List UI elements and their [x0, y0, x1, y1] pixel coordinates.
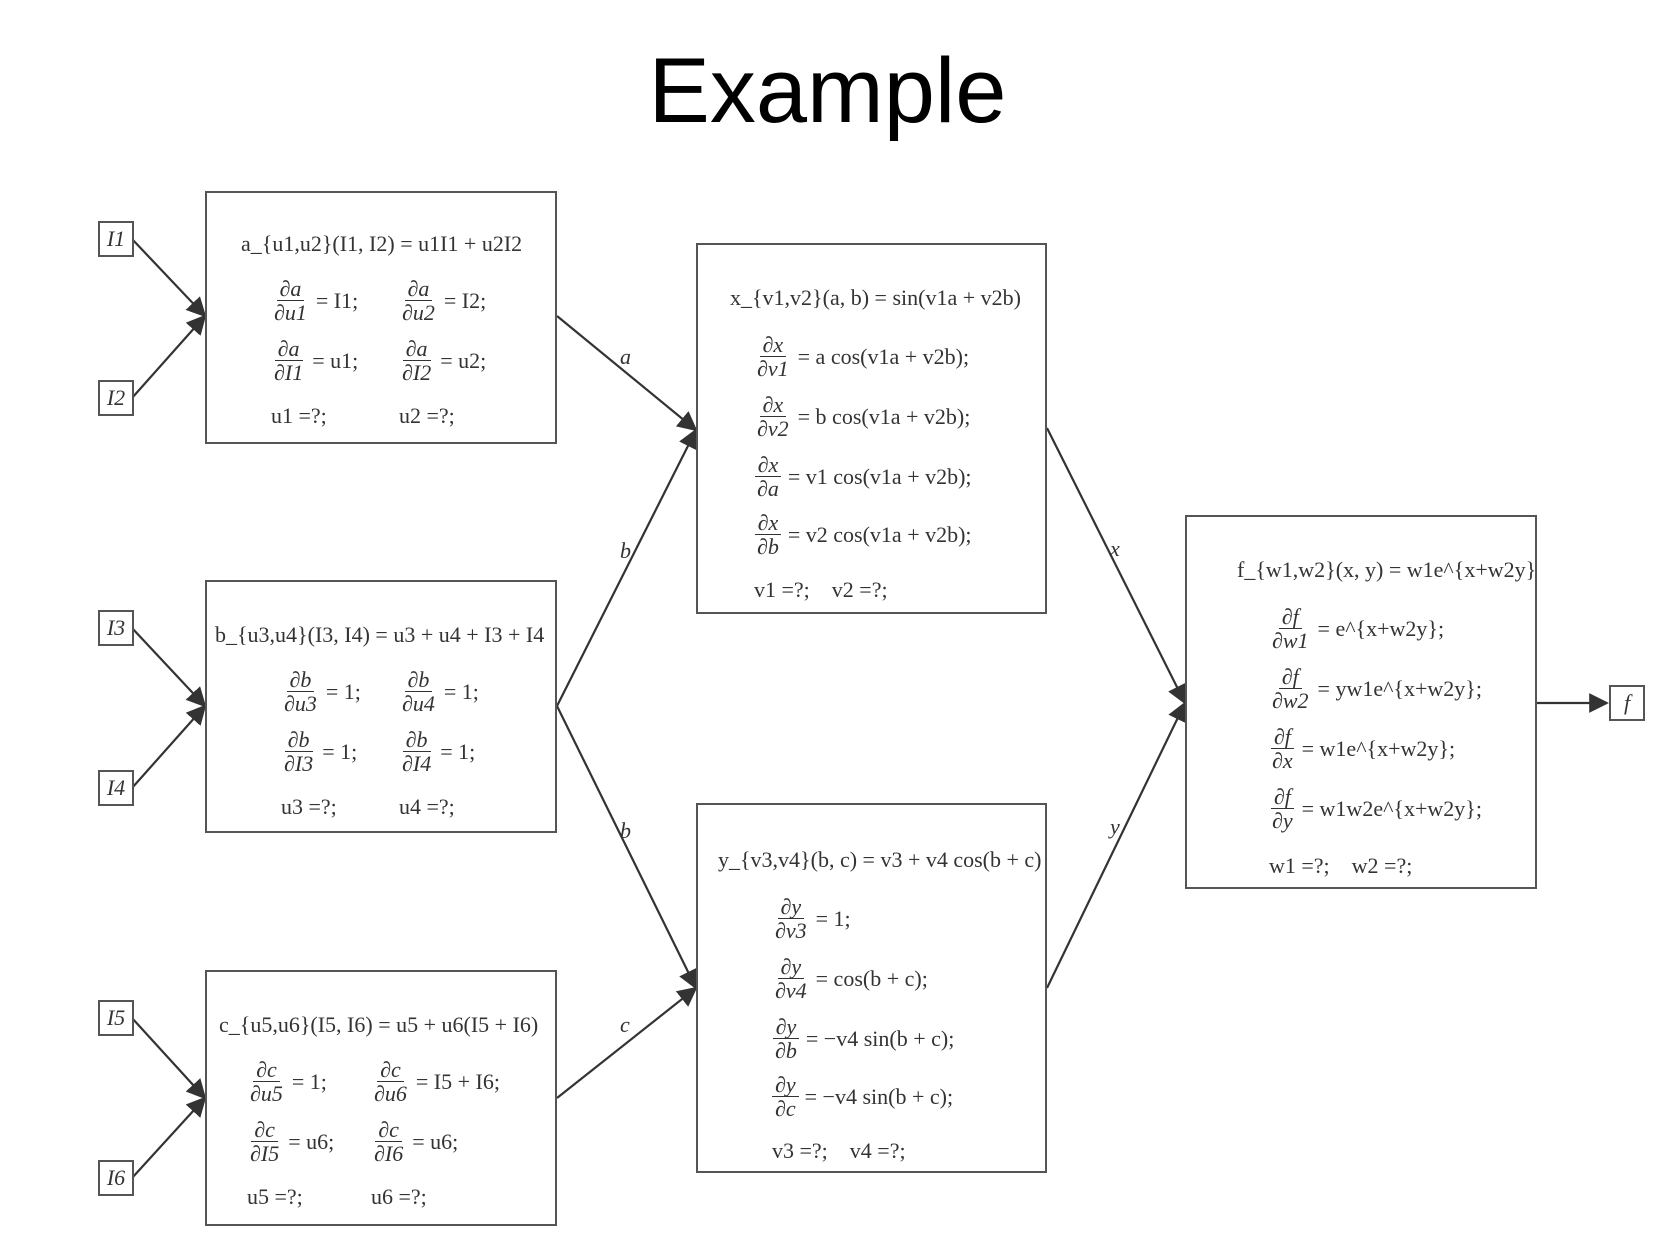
node-y-deriv-1: ∂y∂v3 = 1;	[775, 894, 851, 944]
input-node-i5: I5	[98, 1000, 134, 1036]
node-c-formula: c_{u5,u6}(I5, I6) = u5 + u6(I5 + I6)	[219, 1012, 539, 1037]
input-node-i2: I2	[98, 380, 134, 416]
edge-label-b-top: b	[620, 538, 631, 563]
node-c-deriv-2: ∂c∂u6 = I5 + I6;	[374, 1057, 500, 1107]
wire-a-x	[556, 315, 698, 432]
node-f-formula: f_{w1,w2}(x, y) = w1e^{x+w2y}	[1237, 557, 1537, 582]
node-f-deriv-3: ∂f∂x = w1e^{x+w2y};	[1270, 724, 1456, 774]
node-box-f: f_{w1,w2}(x, y) = w1e^{x+w2y} ∂f∂w1 = e^…	[1185, 515, 1537, 889]
node-c-deriv-1: ∂c∂u5 = 1;	[250, 1057, 327, 1107]
wire-i5-c	[131, 1017, 207, 1100]
edge-label-b-bottom: b	[620, 818, 631, 843]
input-node-i6: I6	[98, 1160, 134, 1196]
node-y-deriv-4: ∂y∂c = −v4 sin(b + c);	[772, 1073, 953, 1120]
node-c-unknown-2: u6 =?;	[371, 1184, 427, 1209]
node-f-deriv-1: ∂f∂w1 = e^{x+w2y};	[1272, 604, 1445, 654]
node-f-unknowns: w1 =?; w2 =?;	[1269, 853, 1413, 878]
wire-y-f	[1046, 701, 1187, 989]
input-node-i4: I4	[98, 770, 134, 806]
node-b-unknown-2: u4 =?;	[399, 794, 455, 819]
edge-label-c: c	[620, 1012, 630, 1037]
node-b-unknown-1: u3 =?;	[281, 794, 337, 819]
node-y-deriv-3: ∂y∂b = −v4 sin(b + c);	[772, 1015, 954, 1062]
node-x-formula: x_{v1,v2}(a, b) = sin(v1a + v2b)	[730, 285, 1021, 310]
node-y-formula: y_{v3,v4}(b, c) = v3 + v4 cos(b + c)	[718, 847, 1042, 872]
node-a-unknown-2: u2 =?;	[399, 403, 455, 428]
node-y-deriv-2: ∂y∂v4 = cos(b + c);	[775, 954, 928, 1004]
wire-i6-c	[131, 1096, 207, 1179]
node-b-formula: b_{u3,u4}(I3, I4) = u3 + u4 + I3 + I4	[215, 622, 545, 647]
wire-i2-a	[131, 314, 207, 399]
input-node-i3: I3	[98, 610, 134, 646]
node-f-deriv-2: ∂f∂w2 = yw1e^{x+w2y};	[1272, 664, 1482, 714]
node-x-deriv-3: ∂x∂a = v1 cos(v1a + v2b);	[754, 453, 972, 500]
node-a-deriv-3: ∂a∂I1 = u1;	[274, 336, 359, 386]
node-c-deriv-4: ∂c∂I6 = u6;	[374, 1117, 459, 1167]
wire-c-y	[556, 986, 698, 1099]
node-box-y: y_{v3,v4}(b, c) = v3 + v4 cos(b + c) ∂y∂…	[696, 803, 1047, 1173]
wire-i4-b	[131, 704, 207, 789]
output-node-f: f	[1609, 685, 1645, 721]
node-a-unknown-1: u1 =?;	[271, 403, 327, 428]
node-y-unknowns: v3 =?; v4 =?;	[772, 1138, 906, 1163]
wire-i3-b	[131, 627, 207, 708]
node-box-c: c_{u5,u6}(I5, I6) = u5 + u6(I5 + I6) ∂c∂…	[205, 970, 557, 1226]
node-x-unknowns: v1 =?; v2 =?;	[754, 577, 888, 602]
node-b-deriv-1: ∂b∂u3 = 1;	[284, 667, 361, 717]
node-box-x: x_{v1,v2}(a, b) = sin(v1a + v2b) ∂x∂v1 =…	[696, 243, 1047, 614]
node-x-deriv-1: ∂x∂v1 = a cos(v1a + v2b);	[757, 332, 970, 382]
edge-label-x: x	[1110, 536, 1120, 561]
wire-b-x	[556, 428, 697, 707]
node-b-deriv-3: ∂b∂I3 = 1;	[284, 727, 358, 777]
node-a-deriv-1: ∂a∂u1 = I1;	[274, 276, 359, 326]
node-a-deriv-2: ∂a∂u2 = I2;	[402, 276, 487, 326]
edge-label-a: a	[620, 344, 631, 369]
page-title: Example	[648, 40, 1007, 142]
node-c-unknown-1: u5 =?;	[247, 1184, 303, 1209]
wire-b-y	[556, 705, 698, 990]
node-b-deriv-4: ∂b∂I4 = 1;	[402, 727, 476, 777]
node-x-deriv-2: ∂x∂v2 = b cos(v1a + v2b);	[757, 392, 971, 442]
node-a-formula: a_{u1,u2}(I1, I2) = u1I1 + u2I2	[241, 231, 523, 256]
node-box-b: b_{u3,u4}(I3, I4) = u3 + u4 + I3 + I4 ∂b…	[205, 580, 557, 833]
node-box-a: a_{u1,u2}(I1, I2) = u1I1 + u2I2 ∂a∂u1 = …	[205, 191, 557, 444]
node-f-deriv-4: ∂f∂y = w1w2e^{x+w2y};	[1270, 784, 1482, 834]
node-a-deriv-4: ∂a∂I2 = u2;	[402, 336, 487, 386]
edge-label-y: y	[1110, 814, 1120, 839]
node-b-deriv-2: ∂b∂u4 = 1;	[402, 667, 479, 717]
input-node-i1: I1	[98, 221, 134, 257]
wire-i1-a	[131, 238, 207, 318]
wire-x-f	[1046, 427, 1186, 705]
node-x-deriv-4: ∂x∂b = v2 cos(v1a + v2b);	[754, 511, 972, 558]
node-c-deriv-3: ∂c∂I5 = u6;	[250, 1117, 335, 1167]
